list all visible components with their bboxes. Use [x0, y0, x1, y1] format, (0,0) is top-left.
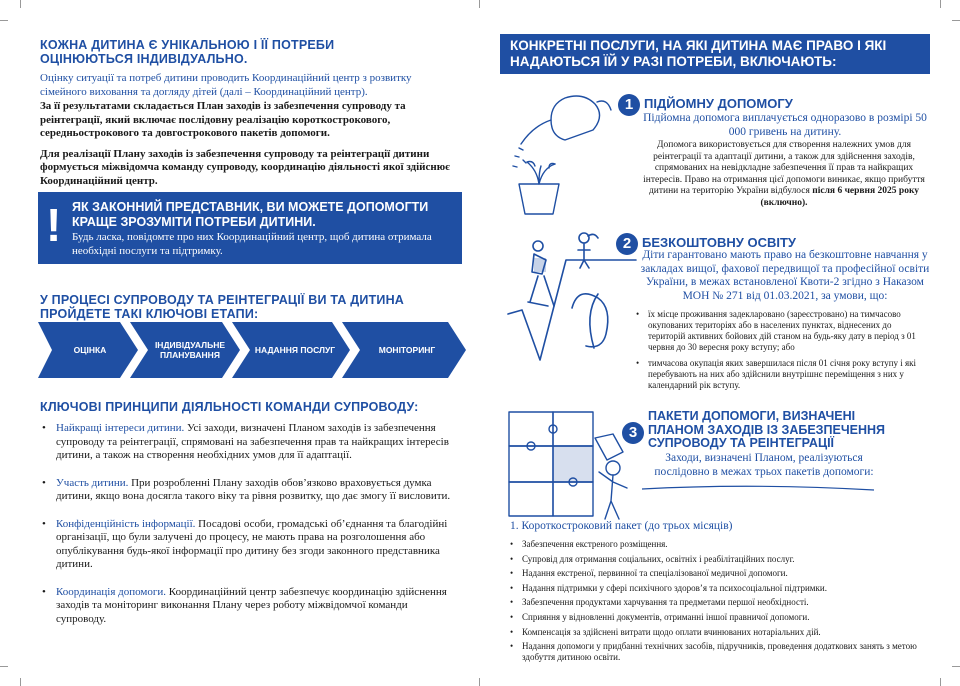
package-title: 1. Короткостроковий пакет (до трьох міся… — [510, 520, 733, 532]
package-items: Забезпечення екстреного розміщення. Супр… — [510, 539, 930, 663]
principle-text: При розробленні Плану заходів обов’язков… — [56, 476, 451, 503]
crop-mark — [952, 666, 960, 667]
stage-services: НАДАННЯ ПОСЛУГ — [254, 345, 336, 355]
principles-list: Найкращі інтереси дитини. Усі заходи, ви… — [40, 422, 460, 626]
list-item: Надання допомоги у придбанні технічних з… — [510, 641, 930, 663]
principle-text: Координаційний центр забезпечує координа… — [56, 585, 447, 625]
underline-arrow — [641, 485, 875, 491]
service-1-text: Допомога використовується для створення … — [638, 140, 930, 209]
list-item: їх місце проживання задекларовано (зареє… — [636, 309, 924, 353]
watering-can-illustration — [512, 95, 612, 215]
list-item: Найкращі інтереси дитини. Усі заходи, ви… — [40, 422, 460, 463]
principles-section: КЛЮЧОВІ ПРИНЦИПИ ДІЯЛЬНОСТІ КОМАНДИ СУПР… — [40, 400, 460, 640]
service-2-conditions: їх місце проживання задекларовано (зареє… — [636, 309, 924, 396]
stage-assessment: ОЦІНКА — [73, 345, 107, 355]
service-1-lead: Підйомна допомога виплачується одноразов… — [643, 112, 927, 138]
list-item: Участь дитини. При розробленні Плану зах… — [40, 477, 460, 504]
crop-mark — [20, 0, 21, 8]
list-item: Компенсація за здійснені витрати щодо оп… — [510, 627, 930, 638]
stages-chevrons: ОЦІНКА ІНДИВІДУАЛЬНЕ ПЛАНУВАННЯ НАДАННЯ … — [38, 322, 466, 378]
intro-team-text: Для реалізації Плану заходів із забезпеч… — [40, 147, 450, 187]
list-item: Координація допомоги. Координаційний цен… — [40, 586, 460, 627]
stage-planning: ІНДИВІДУАЛЬНЕ ПЛАНУВАННЯ — [154, 340, 226, 360]
crop-mark — [940, 0, 941, 8]
service-2-lead: Діти гарантовано мають право на безкошто… — [640, 249, 930, 302]
short-term-package: 1. Короткостроковий пакет (до трьох міся… — [510, 520, 930, 667]
list-item: Конфіденційність інформації. Посадові ос… — [40, 518, 460, 572]
principle-text: Посадові особи, громадські об’єднання та… — [56, 517, 448, 571]
crop-mark — [0, 666, 8, 667]
services-heading-bar: КОНКРЕТНІ ПОСЛУГИ, НА ЯКІ ДИТИНА МАЄ ПРА… — [500, 34, 930, 74]
service-2-title: БЕЗКОШТОВНУ ОСВІТУ — [642, 235, 797, 250]
list-item: Сприяння у відновленні документів, отрим… — [510, 612, 930, 623]
list-item: Супровід для отримання соціальних, освіт… — [510, 554, 930, 565]
list-item: Надання підтримки у сфері психічного здо… — [510, 583, 930, 594]
service-1-date: після 6 червня 2025 року (включно). — [760, 186, 920, 208]
education-radical-illustration — [507, 232, 637, 361]
services-heading: КОНКРЕТНІ ПОСЛУГИ, НА ЯКІ ДИТИНА МАЄ ПРА… — [510, 38, 887, 69]
puzzle-illustration — [508, 411, 628, 520]
crop-mark — [20, 678, 21, 686]
crop-mark — [0, 20, 8, 21]
crop-mark — [479, 678, 480, 686]
chevron-shapes — [38, 322, 466, 378]
crop-mark — [952, 20, 960, 21]
list-item: Забезпечення екстреного розміщення. — [510, 539, 930, 550]
service-number-2: 2 — [616, 233, 638, 255]
service-3-title: ПАКЕТИ ДОПОМОГИ, ВИЗНАЧЕНІ ПЛАНОМ ЗАХОДІ… — [648, 409, 885, 450]
exclamation-icon: ! — [46, 199, 62, 251]
service-1-body: Допомога використовується для створення … — [643, 140, 925, 196]
callout-title: ЯК ЗАКОННИЙ ПРЕДСТАВНИК, ВИ МОЖЕТЕ ДОПОМ… — [72, 200, 429, 229]
principle-term: Конфіденційність інформації. — [56, 517, 196, 530]
service-1-title: ПІДЙОМНУ ДОПОМОГУ — [644, 96, 793, 111]
crop-mark — [940, 678, 941, 686]
principle-term: Координація допомоги. — [56, 585, 167, 598]
intro-blue-text: Оцінку ситуації та потреб дитини проводи… — [40, 72, 412, 98]
legal-representative-callout: ! ЯК ЗАКОННИЙ ПРЕДСТАВНИК, ВИ МОЖЕТЕ ДОП… — [38, 192, 462, 264]
list-item: Надання екстреної, первинної та спеціалі… — [510, 568, 930, 579]
service-number-1: 1 — [618, 94, 640, 116]
service-3-lead: Заходи, визначені Планом, реалізуються п… — [654, 452, 874, 478]
principle-term: Найкращі інтереси дитини. — [56, 422, 185, 434]
intro-bold-text: За її результатами складається План захо… — [40, 100, 406, 139]
list-item: тимчасова окупація яких завершилася післ… — [636, 358, 924, 391]
stages-heading: У ПРОЦЕСІ СУПРОВОДУ ТА РЕІНТЕГРАЦІЇ ВИ Т… — [40, 293, 405, 321]
left-column: КОЖНА ДИТИНА Є УНІКАЛЬНОЮ І ЇЇ ПОТРЕБИ О… — [40, 38, 460, 188]
stage-monitoring: МОНІТОРИНГ — [378, 345, 436, 355]
crop-mark — [479, 0, 480, 8]
principles-heading: КЛЮЧОВІ ПРИНЦИПИ ДІЯЛЬНОСТІ КОМАНДИ СУПР… — [40, 400, 419, 414]
callout-text: Будь ласка, повідомте про них Координаці… — [72, 231, 432, 257]
principle-text: Усі заходи, визначені Планом заходів із … — [56, 422, 449, 461]
page-heading: КОЖНА ДИТИНА Є УНІКАЛЬНОЮ І ЇЇ ПОТРЕБИ О… — [40, 38, 335, 66]
principle-term: Участь дитини. — [56, 476, 129, 489]
service-number-3: 3 — [622, 422, 644, 444]
list-item: Забезпечення продуктами харчування та пр… — [510, 597, 930, 608]
